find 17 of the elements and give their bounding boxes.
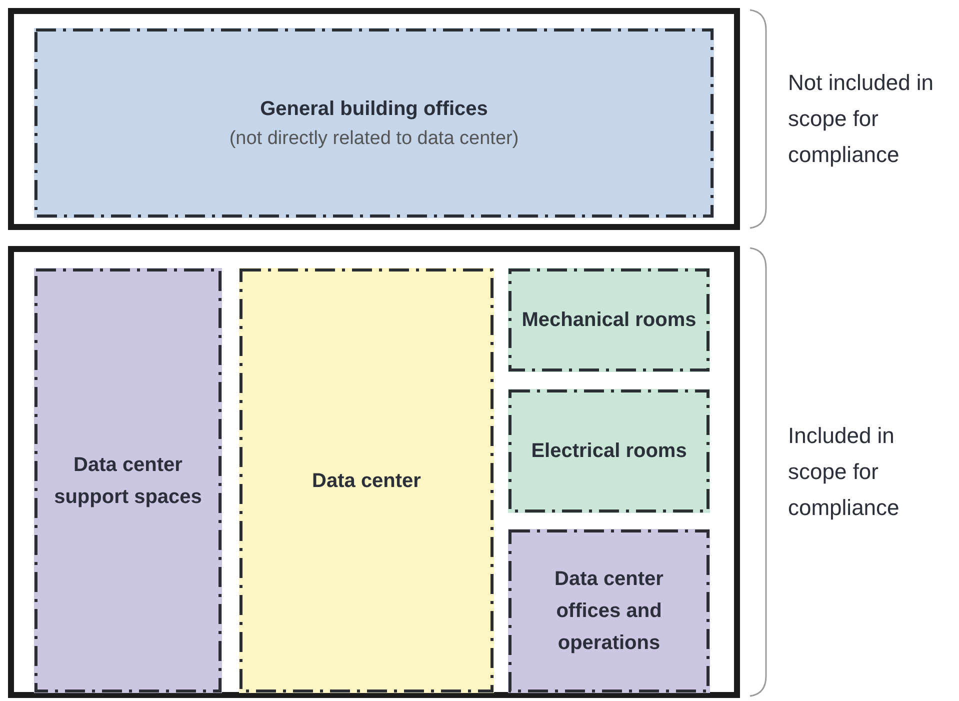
electrical-zone [508,389,710,513]
office-zone [34,28,714,218]
zone-label: Data center support spaces [53,452,203,510]
zone-label: Electrical rooms [531,439,687,464]
data-center-zone [239,268,494,693]
data-center-area-frame [8,246,740,698]
zone-label: Data center offices and operations [554,567,664,656]
building-area-frame [8,8,740,230]
zone-note: (not directly related to data center) [229,127,519,151]
scope-label: Included in scope for compliance [788,422,900,522]
mechanical-zone [508,268,710,372]
scope-label: Not included in scope for compliance [788,69,935,169]
operations-zone [508,529,710,693]
zone-label: Mechanical rooms [522,308,696,333]
support-zone [34,268,222,693]
zone-label: Data center [312,468,421,494]
zone-label: General building offices [260,97,488,122]
